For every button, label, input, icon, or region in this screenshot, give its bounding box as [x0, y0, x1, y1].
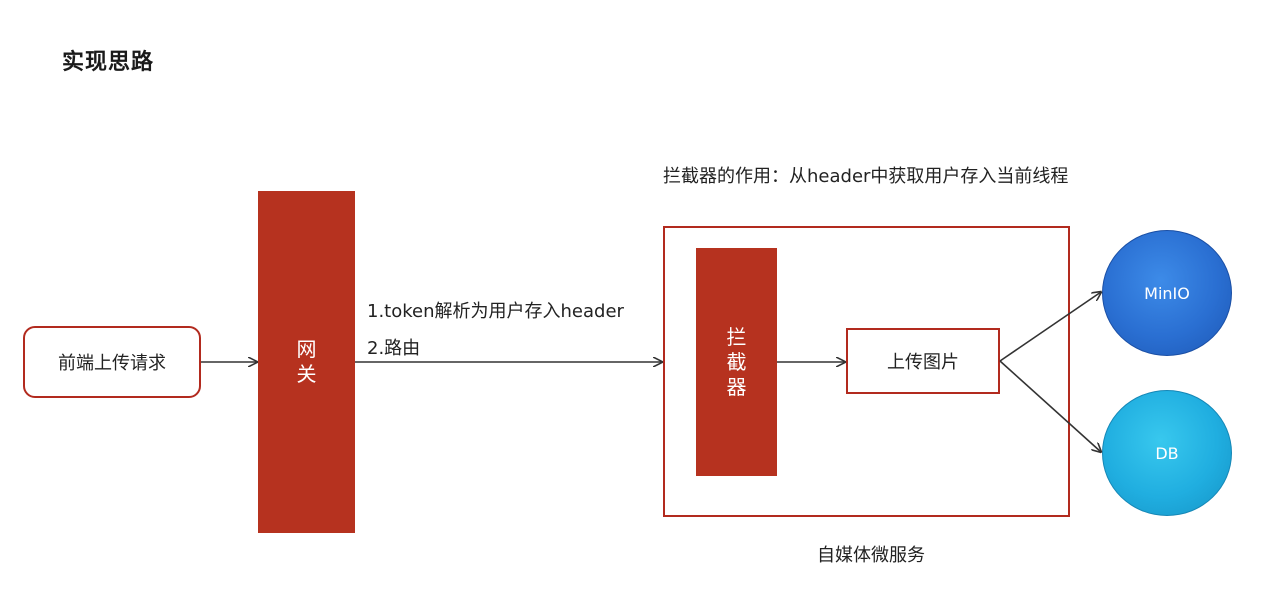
upload-image-node: 上传图片	[846, 328, 1000, 394]
gateway-node: 网关	[258, 191, 355, 533]
service-frame	[663, 226, 1070, 517]
frontend-request-node: 前端上传请求	[23, 326, 201, 398]
page-title: 实现思路	[62, 50, 155, 75]
minio-node: MinIO	[1102, 230, 1232, 356]
interceptor-node: 拦截器	[696, 248, 777, 476]
interceptor-label: 拦截器	[726, 324, 747, 399]
db-node: DB	[1102, 390, 1232, 516]
arrow-upload-to-minio	[999, 292, 1101, 362]
frontend-request-label: 前端上传请求	[58, 353, 166, 374]
minio-label: MinIO	[1144, 283, 1190, 303]
arrow-upload-to-db	[999, 360, 1101, 452]
step-2-label: 2.路由	[367, 338, 421, 359]
gateway-label: 网关	[296, 337, 317, 386]
db-label: DB	[1155, 443, 1179, 463]
service-label: 自媒体微服务	[817, 545, 925, 566]
step-1-label: 1.token解析为用户存入header	[367, 301, 624, 322]
upload-image-label: 上传图片	[887, 352, 959, 373]
interceptor-note: 拦截器的作用：从header中获取用户存入当前线程	[663, 166, 1069, 187]
